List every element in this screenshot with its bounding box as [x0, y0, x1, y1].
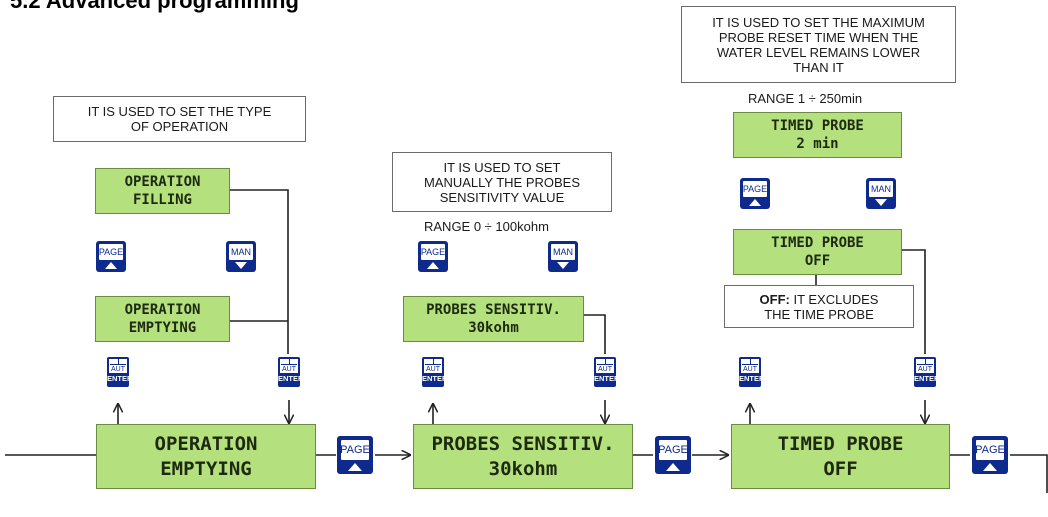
note-line: IT IS USED TO SET THE TYPE — [87, 104, 272, 119]
aut-enter-button[interactable]: AUT ENTER — [914, 357, 940, 387]
up-arrow-icon — [348, 463, 362, 471]
lcd-line: PROBES SENSITIV. — [426, 302, 561, 318]
enter-label: ENTER — [107, 374, 133, 383]
man-button[interactable]: MAN — [226, 241, 256, 272]
note-probes-sensitivity: IT IS USED TO SET MANUALLY THE PROBES SE… — [392, 152, 612, 212]
aut-label: AUT — [426, 366, 440, 373]
note-line: THAN IT — [793, 59, 844, 75]
lcd-line: 2 min — [796, 136, 839, 152]
page-button-main[interactable]: PAGE — [655, 436, 691, 474]
aut-label: AUT — [111, 366, 125, 373]
lcd-line: TIMED PROBE — [777, 432, 904, 455]
aut-enter-button[interactable]: AUT ENTER — [594, 357, 620, 387]
note-line: PROBE RESET TIME WHEN THE — [718, 29, 919, 45]
lcd-operation-emptying-main: OPERATION EMPTYING — [96, 424, 316, 489]
lcd-line: OFF — [804, 253, 831, 269]
page-label: PAGE — [743, 181, 767, 197]
note-type-of-operation: IT IS USED TO SET THE TYPE OF OPERATION — [53, 96, 306, 142]
lcd-line: 30kohm — [488, 457, 558, 480]
note-line: OF OPERATION — [130, 119, 229, 134]
lcd-line: OPERATION — [154, 432, 258, 455]
aut-label: AUT — [598, 366, 612, 373]
enter-label: ENTER — [739, 374, 765, 383]
enter-label: ENTER — [278, 374, 304, 383]
aut-enter-button[interactable]: AUT ENTER — [107, 357, 133, 387]
man-label: MAN — [229, 244, 253, 260]
lcd-operation-filling: OPERATION FILLING — [95, 168, 230, 214]
lcd-line: PROBES SENSITIV. — [431, 432, 615, 455]
lcd-line: FILLING — [132, 192, 192, 208]
note-line: WATER LEVEL REMAINS LOWER — [716, 44, 921, 60]
range-timed: RANGE 1 ÷ 250min — [748, 91, 863, 106]
enter-label: ENTER — [422, 374, 448, 383]
enter-label: ENTER — [594, 374, 620, 383]
enter-label: ENTER — [914, 374, 940, 383]
up-arrow-icon — [105, 262, 117, 269]
lcd-line: EMPTYING — [160, 457, 252, 480]
note-max-reset-time: IT IS USED TO SET THE MAXIMUM PROBE RESE… — [681, 6, 956, 83]
lcd-line: EMPTYING — [128, 320, 197, 336]
down-arrow-icon — [875, 199, 887, 206]
page-button-main[interactable]: PAGE — [972, 436, 1008, 474]
lcd-timed-probe-2min: TIMED PROBE 2 min — [733, 112, 902, 158]
lcd-timed-probe-off-option: TIMED PROBE OFF — [733, 229, 902, 275]
off-keyword: OFF: — [759, 291, 790, 307]
man-label: MAN — [869, 181, 893, 197]
up-arrow-icon — [749, 199, 761, 206]
lcd-probes-sensitiv-main: PROBES SENSITIV. 30kohm — [413, 424, 633, 489]
lcd-line: OPERATION — [124, 302, 201, 318]
lcd-line: TIMED PROBE — [771, 235, 864, 251]
aut-label: AUT — [918, 366, 932, 373]
lcd-probes-sensitiv-option: PROBES SENSITIV. 30kohm — [403, 296, 584, 342]
page-button[interactable]: PAGE — [418, 241, 448, 272]
aut-enter-button[interactable]: AUT ENTER — [278, 357, 304, 387]
down-arrow-icon — [235, 262, 247, 269]
man-button[interactable]: MAN — [866, 178, 896, 209]
note-text: IT EXCLUDES — [789, 291, 879, 307]
page-button-main[interactable]: PAGE — [337, 436, 373, 474]
lcd-operation-emptying-option: OPERATION EMPTYING — [95, 296, 230, 342]
up-arrow-icon — [427, 262, 439, 269]
man-button[interactable]: MAN — [548, 241, 578, 272]
lcd-line: TIMED PROBE — [771, 118, 864, 134]
lcd-line: OFF — [823, 457, 858, 480]
page-label: PAGE — [658, 440, 688, 460]
down-arrow-icon — [557, 262, 569, 269]
aut-label: AUT — [743, 366, 757, 373]
page-button[interactable]: PAGE — [96, 241, 126, 272]
note-line: IT IS USED TO SET THE MAXIMUM — [712, 14, 925, 30]
page-label: PAGE — [340, 440, 370, 460]
note-off-excludes: OFF: IT EXCLUDES THE TIME PROBE — [724, 285, 914, 328]
lcd-line: 30kohm — [468, 320, 519, 336]
page-label: PAGE — [975, 440, 1005, 460]
aut-enter-button[interactable]: AUT ENTER — [739, 357, 765, 387]
page-label: PAGE — [99, 244, 123, 260]
man-label: MAN — [551, 244, 575, 260]
note-line: THE TIME PROBE — [764, 306, 874, 322]
page-title: 5.2 Advanced programming — [10, 0, 299, 13]
note-line: MANUALLY THE PROBES — [423, 174, 581, 190]
up-arrow-icon — [666, 463, 680, 471]
note-line: SENSITIVITY VALUE — [439, 189, 565, 205]
range-sensitivity: RANGE 0 ÷ 100kohm — [424, 219, 549, 234]
up-arrow-icon — [983, 463, 997, 471]
aut-enter-button[interactable]: AUT ENTER — [422, 357, 448, 387]
page-label: PAGE — [421, 244, 445, 260]
page-button[interactable]: PAGE — [740, 178, 770, 209]
note-line: IT IS USED TO SET — [443, 159, 561, 175]
lcd-line: OPERATION — [124, 174, 201, 190]
lcd-timed-probe-off-main: TIMED PROBE OFF — [731, 424, 950, 489]
aut-label: AUT — [282, 366, 296, 373]
